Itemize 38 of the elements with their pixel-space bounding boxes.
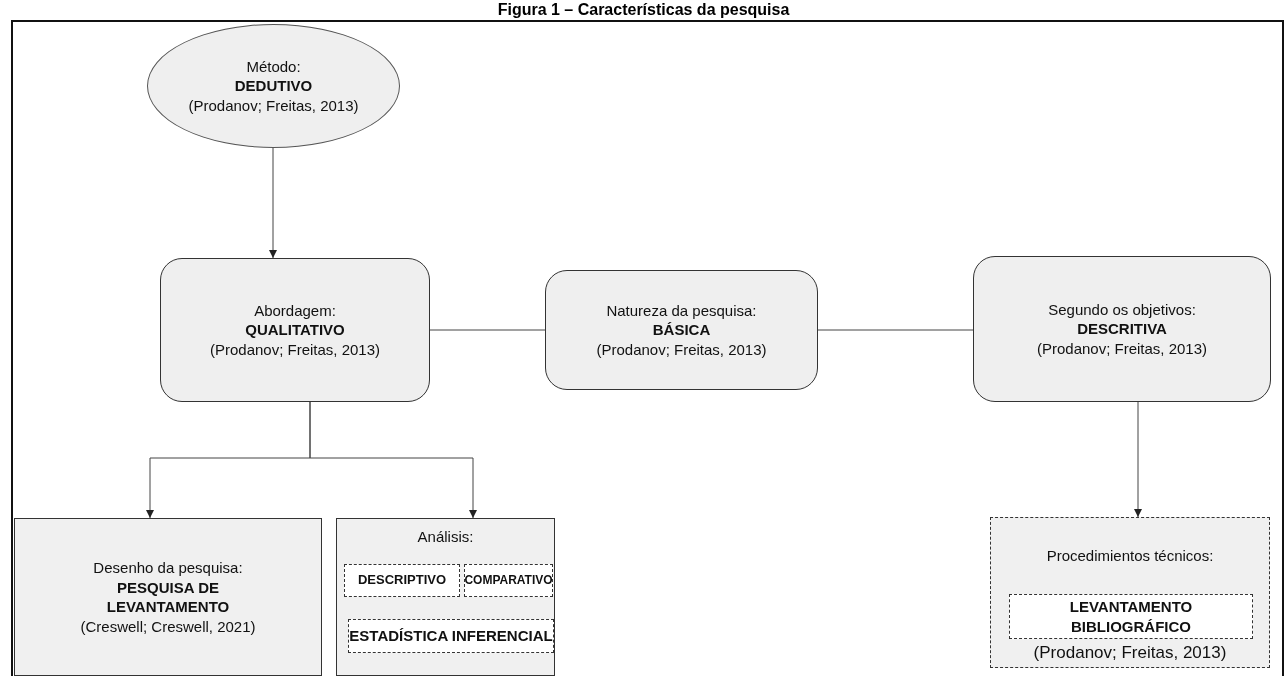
approach-box [160,258,430,402]
node-label: Procedimientos técnicos: [1046,546,1214,566]
node-label: (Prodanov; Freitas, 2013) [1036,338,1208,359]
nature-box [545,270,818,390]
category-value: PESQUISA DE LEVANTAMENTO [105,577,231,617]
analysis-type-box [344,564,460,597]
analysis-box [336,518,555,676]
node-label: Método: [246,56,301,77]
category-value: BÁSICA [652,320,711,340]
node-label: (Prodanov; Freitas, 2013) [596,339,767,360]
node-label: Natureza da pesquisa: [606,300,757,321]
node-label: Segundo os objetivos: [1048,299,1196,320]
objectives-box [973,256,1271,402]
category-value: LEVANTAMENTO BIBLIOGRÁFICO [1068,597,1194,636]
analysis-type-box [464,564,553,597]
connector-line [817,329,974,331]
category-value: DESCRIPTIVO [357,572,447,589]
node-label: Análisis: [417,527,474,547]
arrow [1134,401,1142,518]
category-value: DEDUTIVO [234,76,313,96]
connector-line [429,329,546,331]
research-design-box [14,518,322,676]
category-value: ESTADÍSTICA INFERENCIAL [349,626,553,646]
node-label: (Prodanov; Freitas, 2013) [188,95,359,116]
node-label: (Creswell; Creswell, 2021) [80,616,256,636]
analysis-type-box [348,619,554,653]
procedures-box [990,517,1270,668]
arrow [309,401,477,519]
figure-title: Figura 1 – Características da pesquisa [496,1,791,19]
node-label: (Prodanov; Freitas, 2013) [209,339,381,360]
arrow [269,147,277,259]
node-label: (Prodanov; Freitas, 2013) [1033,641,1227,664]
node-label: Desenho da pesquisa: [93,558,243,578]
procedure-type-box [1009,594,1253,639]
category-value: DESCRITIVA [1077,319,1167,339]
node-label: Abordagem: [254,300,336,321]
category-value: COMPARATIVO [464,572,553,589]
category-value: QUALITATIVO [245,320,345,340]
